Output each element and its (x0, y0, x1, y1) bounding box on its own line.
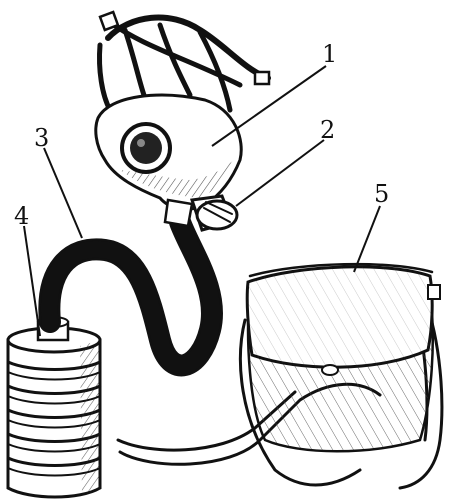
callout-4: 4 (14, 202, 29, 230)
callout-2: 2 (320, 116, 335, 144)
callout-3: 3 (34, 124, 49, 152)
face-mask (96, 12, 269, 230)
exhale-valve (192, 196, 237, 230)
filter-canister (8, 317, 100, 497)
callout-5: 5 (374, 180, 389, 208)
carrying-bag (118, 264, 442, 488)
callout-1: 1 (322, 40, 337, 68)
